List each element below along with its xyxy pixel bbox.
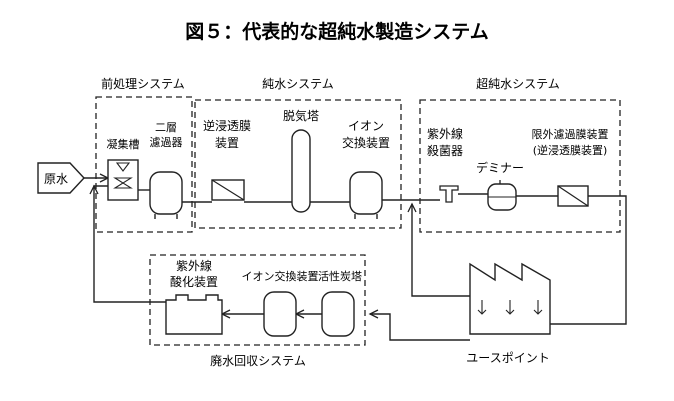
- raw-water-label: 原水: [44, 172, 68, 186]
- uv-sterilizer-label-2: 殺菌器: [427, 144, 463, 158]
- ultrapure-system-label: 超純水システム: [476, 76, 560, 91]
- activated-carbon-tower-icon: [321, 291, 355, 337]
- reverse-osmosis-label-2: 装置: [215, 136, 239, 150]
- ultrapure-system-box: [419, 99, 621, 233]
- coagulation-valve-icon: [115, 162, 131, 172]
- pretreatment-system-box: [95, 96, 193, 233]
- uv-sterilizer-label-1: 紫外線: [427, 126, 463, 141]
- reverse-osmosis-label-1: 逆浸透膜: [203, 118, 251, 133]
- ion-exchange-icon: [349, 171, 383, 215]
- factory-use-point-icon: [469, 262, 551, 335]
- wastewater-recovery-system-box: [149, 254, 366, 346]
- wastewater-recovery-system-label: 廃水回収システム: [210, 353, 306, 368]
- uv-oxidation-label-2: 酸化装置: [170, 274, 218, 289]
- two-layer-filter-label-1: 二層: [155, 121, 177, 134]
- ion-exchange-label-1: イオン: [348, 119, 384, 133]
- ultrafiltration-label-1: 限外濾過膜装置: [532, 127, 609, 141]
- ultrafiltration-label-2: (逆浸透膜装置): [533, 143, 608, 157]
- arrow-head: [89, 184, 99, 195]
- flow-line-recovery-to-coag: [93, 185, 166, 303]
- activated-carbon-label: 活性炭塔: [318, 269, 362, 283]
- uv-oxidation-icon: [165, 294, 223, 335]
- recovery-ion-exchange-icon: [263, 291, 297, 337]
- ion-exchange-label-2: 交換装置: [342, 135, 390, 150]
- recovery-ion-exchange-label: イオン交換装置: [242, 269, 319, 283]
- arrow-head: [407, 202, 417, 213]
- use-point-label: ユースポイント: [466, 351, 549, 365]
- uf-membrane-line: [557, 185, 589, 207]
- use-point-tap: [477, 300, 487, 315]
- two-layer-filter-icon: [149, 171, 183, 215]
- coagulation-tank-label: 凝集槽: [107, 137, 140, 151]
- arrow-head: [368, 309, 379, 319]
- pure-water-system-box: [194, 99, 402, 229]
- degassing-tower-icon: [291, 129, 311, 213]
- coagulation-mixer-icon: [113, 177, 133, 189]
- flow-line-usepoint-to-recovery: [370, 313, 470, 341]
- degassing-tower-label: 脱気塔: [283, 108, 319, 123]
- pure-water-system-label: 純水システム: [262, 77, 334, 91]
- deminer-label: デミナー: [476, 160, 524, 175]
- ro-membrane-line: [211, 179, 245, 201]
- use-point-tap: [533, 300, 543, 315]
- diagram-title: 図５：代表的な超純水製造システム: [185, 20, 488, 43]
- uv-sterilizer-icon: [439, 185, 459, 203]
- two-layer-filter-label-2: 濾過器: [150, 135, 183, 149]
- uv-oxidation-label-1: 紫外線: [176, 258, 212, 273]
- use-point-tap: [505, 300, 515, 315]
- raw-water-node: [37, 162, 85, 194]
- pretreatment-system-label: 前処理システム: [101, 76, 185, 91]
- flow-line-return: [411, 204, 470, 297]
